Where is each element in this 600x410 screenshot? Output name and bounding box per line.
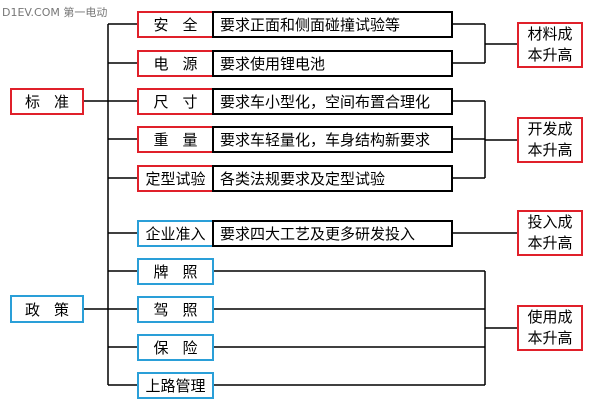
root-policy: 政策 (10, 295, 84, 323)
factor-weight-label: 重量 (153, 131, 212, 149)
desc-safety: 要求正面和侧面碰撞试验等 (212, 11, 453, 38)
desc-power: 要求使用锂电池 (212, 50, 453, 77)
root-standards: 标准 (10, 88, 84, 115)
desc-safety-text: 要求正面和侧面碰撞试验等 (220, 16, 401, 34)
factor-weight: 重量 (137, 126, 214, 153)
result-investment-line1: 投入成 (527, 213, 573, 231)
factor-size-label: 尺寸 (153, 93, 212, 111)
factor-road-label: 上路管理 (145, 377, 206, 395)
desc-weight: 要求车轻量化，车身结构新要求 (212, 126, 453, 153)
factor-safety: 安全 (137, 11, 214, 38)
factor-insurance-label: 保险 (153, 339, 212, 357)
factor-license: 驾照 (137, 296, 214, 323)
result-development: 开发成 本升高 (517, 117, 583, 163)
factor-insurance: 保险 (137, 334, 214, 361)
factor-size: 尺寸 (137, 88, 214, 115)
desc-power-text: 要求使用锂电池 (220, 55, 326, 73)
factor-power-label: 电源 (153, 55, 212, 73)
factor-license-label: 驾照 (153, 301, 212, 319)
factor-type-test: 定型试验 (137, 165, 214, 192)
factor-plate: 牌照 (137, 258, 214, 285)
result-usage: 使用成 本升高 (517, 305, 583, 351)
result-development-line2: 本升高 (527, 141, 573, 159)
watermark: D1EV.COM 第一电动 (2, 6, 108, 19)
desc-market-access-text: 要求四大工艺及更多研发投入 (220, 225, 416, 243)
factor-market-access-label: 企业准入 (145, 225, 206, 243)
desc-weight-text: 要求车轻量化，车身结构新要求 (220, 131, 431, 149)
desc-type-test: 各类法规要求及定型试验 (212, 165, 453, 192)
desc-market-access: 要求四大工艺及更多研发投入 (212, 220, 453, 247)
factor-power: 电源 (137, 50, 214, 77)
result-investment-line2: 本升高 (527, 234, 573, 252)
result-investment: 投入成 本升高 (517, 210, 583, 256)
result-materials-line1: 材料成 (527, 25, 573, 43)
factor-safety-label: 安全 (153, 16, 212, 34)
root-standards-label: 标准 (25, 93, 84, 111)
factor-market-access: 企业准入 (137, 220, 214, 247)
result-materials: 材料成 本升高 (517, 22, 583, 68)
result-development-line1: 开发成 (527, 120, 573, 138)
desc-size: 要求车小型化，空间布置合理化 (212, 88, 453, 115)
result-usage-line1: 使用成 (527, 308, 573, 326)
factor-type-test-label: 定型试验 (145, 170, 206, 188)
result-usage-line2: 本升高 (527, 329, 573, 347)
desc-type-test-text: 各类法规要求及定型试验 (220, 170, 386, 188)
root-policy-label: 政策 (25, 300, 84, 319)
factor-road: 上路管理 (137, 372, 214, 399)
desc-size-text: 要求车小型化，空间布置合理化 (220, 93, 431, 111)
result-materials-line2: 本升高 (527, 46, 573, 64)
factor-plate-label: 牌照 (153, 263, 212, 281)
